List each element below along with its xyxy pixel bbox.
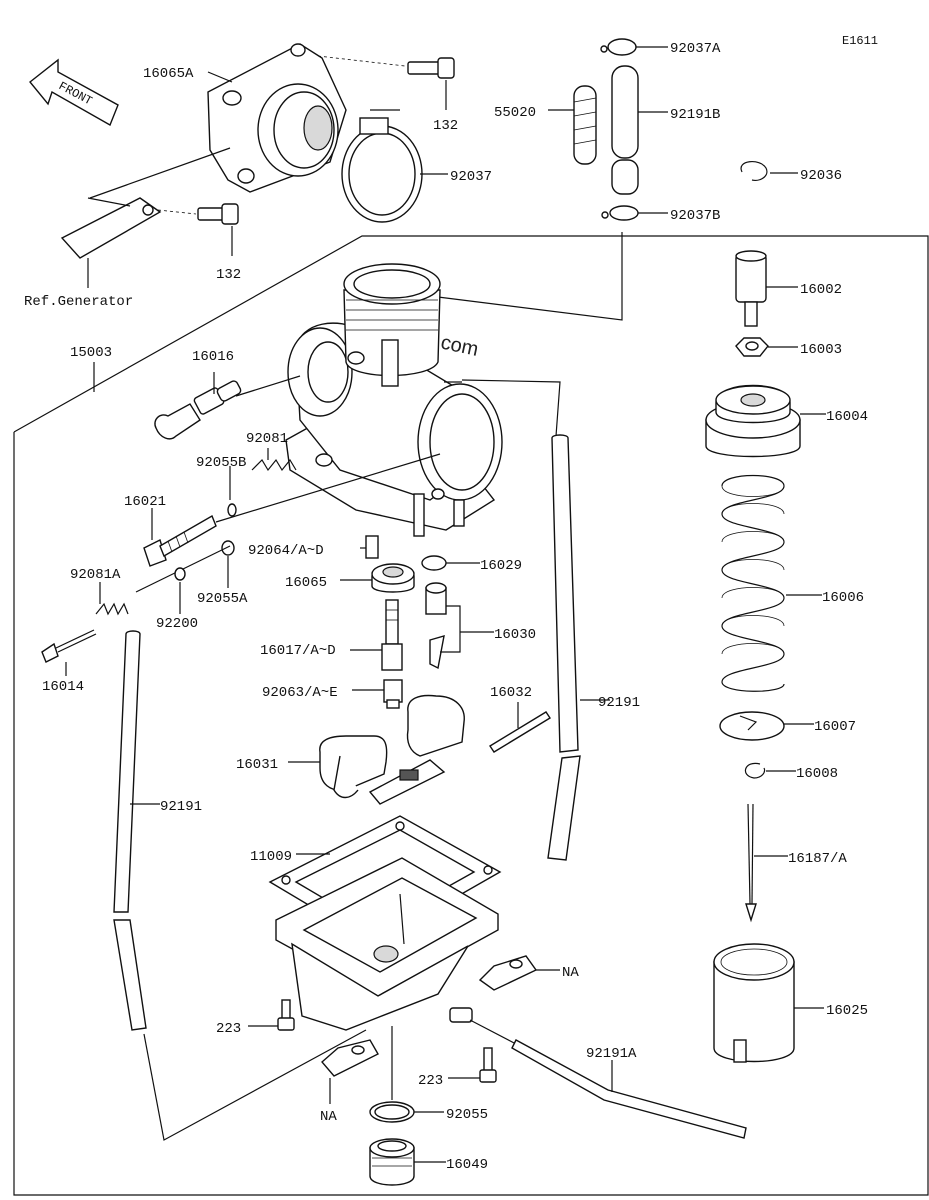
label-16008: 16008 bbox=[796, 766, 838, 782]
nut-16003 bbox=[735, 337, 798, 357]
label-132-lower: 132 bbox=[216, 267, 241, 283]
label-ref-generator: Ref.Generator bbox=[24, 294, 133, 310]
label-92037: 92037 bbox=[450, 169, 492, 185]
generator-ref-plate bbox=[60, 147, 231, 288]
label-223-right: 223 bbox=[418, 1073, 443, 1089]
label-92055: 92055 bbox=[446, 1107, 488, 1123]
label-92191-right: 92191 bbox=[598, 695, 640, 711]
jet-16021 bbox=[143, 453, 441, 567]
bolt-132-upper bbox=[317, 55, 455, 110]
label-55020: 55020 bbox=[494, 105, 536, 121]
label-92081a: 92081A bbox=[70, 567, 121, 583]
bracket-na-left bbox=[321, 1039, 379, 1104]
front-direction-arrow: FRONT bbox=[29, 58, 119, 127]
hose-92191-right bbox=[461, 379, 610, 861]
label-16029: 16029 bbox=[480, 558, 522, 574]
washer-16029 bbox=[421, 555, 480, 571]
spring-16006 bbox=[721, 474, 822, 692]
label-16002: 16002 bbox=[800, 282, 842, 298]
holder-16065 bbox=[340, 563, 415, 593]
label-16030: 16030 bbox=[494, 627, 536, 643]
cap-16004 bbox=[705, 384, 826, 458]
label-16006: 16006 bbox=[822, 590, 864, 606]
oring-92055b bbox=[227, 466, 237, 517]
label-16021: 16021 bbox=[124, 494, 166, 510]
needle-16187a bbox=[745, 803, 788, 923]
label-16065a: 16065A bbox=[143, 66, 194, 82]
clip-92037a bbox=[600, 38, 668, 56]
label-15003: 15003 bbox=[70, 345, 112, 361]
intake-holder-16065a bbox=[207, 43, 347, 193]
label-na-left: NA bbox=[320, 1109, 337, 1125]
drain-hose-92191a bbox=[469, 1019, 747, 1139]
clip-92037b bbox=[429, 205, 668, 321]
bracket-na-right bbox=[478, 955, 560, 991]
pin-16032 bbox=[489, 702, 551, 753]
carburetor-body-15003 bbox=[285, 263, 503, 537]
float-valve-16030 bbox=[425, 582, 494, 670]
clip-16008 bbox=[744, 762, 796, 779]
screw-223-left bbox=[248, 999, 295, 1031]
label-16049: 16049 bbox=[446, 1157, 488, 1173]
hose-92191-left bbox=[113, 630, 367, 1141]
label-92037b: 92037B bbox=[670, 208, 720, 224]
seat-16007 bbox=[719, 711, 814, 741]
spring-92081a bbox=[95, 582, 129, 616]
label-92055a: 92055A bbox=[197, 591, 248, 607]
assembly-frame bbox=[13, 235, 929, 1196]
screw-16014 bbox=[41, 629, 97, 676]
label-92200: 92200 bbox=[156, 616, 198, 632]
label-92037a: 92037A bbox=[670, 41, 721, 57]
label-92081: 92081 bbox=[246, 431, 288, 447]
spring-92081 bbox=[251, 448, 297, 472]
needle-jet-16017 bbox=[350, 599, 403, 671]
label-92063: 92063/A~E bbox=[262, 685, 338, 701]
label-223-left: 223 bbox=[216, 1021, 241, 1037]
label-16031: 16031 bbox=[236, 757, 278, 773]
label-16016: 16016 bbox=[192, 349, 234, 365]
label-132-upper: 132 bbox=[433, 118, 458, 134]
float-16031 bbox=[288, 694, 465, 805]
tube-55020 bbox=[548, 85, 597, 165]
label-16187a: 16187/A bbox=[788, 851, 847, 867]
throttle-valve-16025 bbox=[713, 943, 824, 1063]
bolt-132-lower bbox=[157, 203, 239, 256]
label-11009: 11009 bbox=[250, 849, 292, 865]
label-92191b: 92191B bbox=[670, 107, 720, 123]
pilot-screw-16016 bbox=[154, 372, 301, 440]
label-16003: 16003 bbox=[800, 342, 842, 358]
screw-223-right bbox=[448, 1047, 497, 1083]
float-bowl bbox=[275, 857, 499, 1031]
washer-92200 bbox=[174, 567, 186, 614]
label-16004: 16004 bbox=[826, 409, 868, 425]
tube-92191b bbox=[611, 65, 668, 195]
label-16032: 16032 bbox=[490, 685, 532, 701]
label-16017: 16017/A~D bbox=[260, 643, 336, 659]
clip-92036 bbox=[740, 161, 798, 181]
oring-92055 bbox=[369, 1026, 444, 1123]
adjuster-16002 bbox=[735, 250, 798, 327]
diagram-code: E1611 bbox=[842, 34, 878, 48]
label-92064: 92064/A~D bbox=[248, 543, 324, 559]
label-16007: 16007 bbox=[814, 719, 856, 735]
drain-plug-16049 bbox=[369, 1138, 446, 1186]
label-92191-left: 92191 bbox=[160, 799, 202, 815]
label-92191a: 92191A bbox=[586, 1046, 637, 1062]
label-na-right: NA bbox=[562, 965, 579, 981]
label-16025: 16025 bbox=[826, 1003, 868, 1019]
label-92055b: 92055B bbox=[196, 455, 246, 471]
label-16014: 16014 bbox=[42, 679, 84, 695]
clamp-92037 bbox=[341, 109, 448, 223]
label-16065: 16065 bbox=[285, 575, 327, 591]
label-92036: 92036 bbox=[800, 168, 842, 184]
main-jet-92063 bbox=[352, 679, 403, 709]
jet-92064 bbox=[360, 535, 379, 559]
